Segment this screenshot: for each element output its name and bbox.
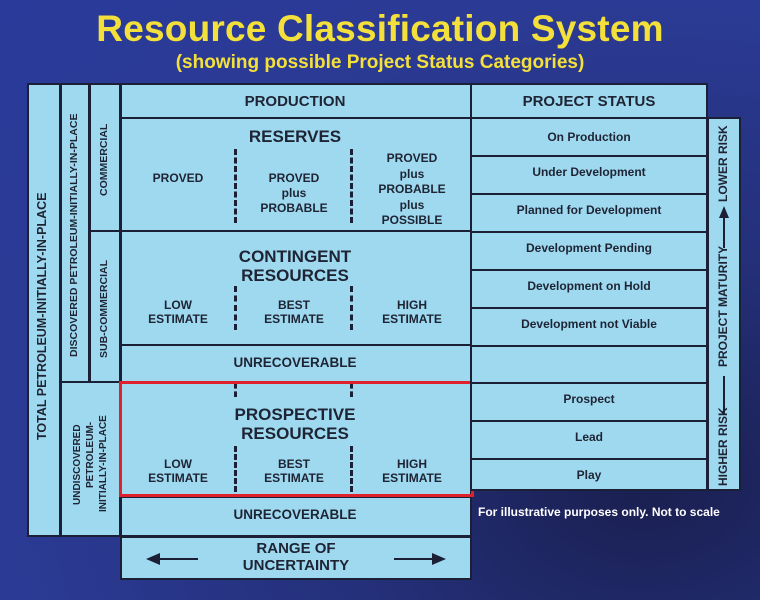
project-status-panel — [470, 83, 708, 491]
reserves-title: RESERVES — [248, 127, 342, 146]
reserves-proved-probable: PROVED plus PROBABLE — [260, 171, 328, 215]
unrecoverable-label-1: UNRECOVERABLE — [233, 355, 357, 370]
page-subtitle: (showing possible Project Status Categor… — [175, 52, 585, 73]
prospective-top-divider-1 — [234, 383, 237, 397]
status-row-divider — [470, 345, 708, 347]
reserves-proved: PROVED — [152, 171, 204, 185]
status-item: Under Development — [532, 165, 646, 179]
undiscovered-column — [60, 381, 121, 537]
status-row-divider — [470, 155, 708, 157]
undiscovered-label-1: UNDISCOVERED — [72, 424, 83, 505]
status-item: Development not Viable — [521, 317, 657, 331]
prospective-title: PROSPECTIVE RESOURCES — [234, 405, 356, 443]
sub-commercial-label: SUB-COMMERCIAL — [98, 260, 110, 358]
status-row-divider — [470, 193, 708, 195]
undiscovered-label-2: PETROLEUM- — [85, 421, 96, 488]
status-item: On Production — [547, 130, 631, 144]
commercial-label: COMMERCIAL — [98, 123, 110, 196]
range-arrows — [146, 553, 446, 565]
unrecoverable-label-2: UNRECOVERABLE — [233, 507, 357, 522]
contingent-title: CONTINGENT RESOURCES — [238, 247, 352, 285]
status-item: Planned for Development — [516, 203, 662, 217]
contingent-divider-1 — [234, 286, 237, 330]
status-item: Play — [576, 468, 602, 482]
prospective-highlight — [119, 381, 474, 497]
prospective-divider-1 — [234, 446, 237, 492]
left-arrow-icon — [146, 553, 198, 565]
project-status-header: PROJECT STATUS — [522, 93, 656, 110]
reserves-proved-probable-possible: PROVED plus PROBABLE plus POSSIBLE — [378, 151, 446, 227]
discovered-label: DISCOVERED PETROLEUM-INITIALLY-IN-PLACE — [68, 113, 80, 357]
reserves-divider-1 — [234, 149, 237, 223]
status-row-divider — [470, 382, 708, 384]
status-row-divider — [470, 458, 708, 460]
status-row-divider — [470, 420, 708, 422]
status-header-divider — [470, 117, 708, 119]
contingent-divider-2 — [350, 286, 353, 330]
discovered-column — [60, 83, 90, 383]
prospective-divider-2 — [350, 446, 353, 492]
prospective-top-divider-2 — [350, 383, 353, 397]
maturity-axis-box — [707, 117, 741, 491]
page-title: Resource Classification System — [96, 8, 664, 49]
higher-risk-label: HIGHER RISK — [716, 407, 730, 486]
right-arrow-icon — [394, 553, 446, 565]
production-header: PRODUCTION — [244, 93, 346, 110]
reserves-divider-2 — [350, 149, 353, 223]
production-panel — [120, 83, 472, 537]
status-item: Prospect — [563, 392, 615, 406]
unrecoverable-2-top-divider — [120, 496, 472, 498]
commercial-divider — [120, 230, 472, 232]
footnote: For illustrative purposes only. Not to s… — [478, 505, 720, 519]
total-label: TOTAL PETROLEUM-INITIALLY-IN-PLACE — [35, 192, 49, 440]
undiscovered-label-3: INITIALLY-IN-PLACE — [98, 415, 109, 512]
production-header-divider — [120, 117, 472, 119]
lower-risk-label: LOWER RISK — [716, 125, 730, 202]
status-item: Development Pending — [525, 241, 653, 255]
maturity-arrow-icon — [719, 206, 729, 414]
status-item: Development on Hold — [527, 279, 651, 293]
status-item: Lead — [574, 430, 603, 444]
status-row-divider — [470, 269, 708, 271]
status-row-divider — [470, 307, 708, 309]
unrecoverable-1-top-divider — [120, 344, 472, 346]
status-row-divider — [470, 231, 708, 233]
